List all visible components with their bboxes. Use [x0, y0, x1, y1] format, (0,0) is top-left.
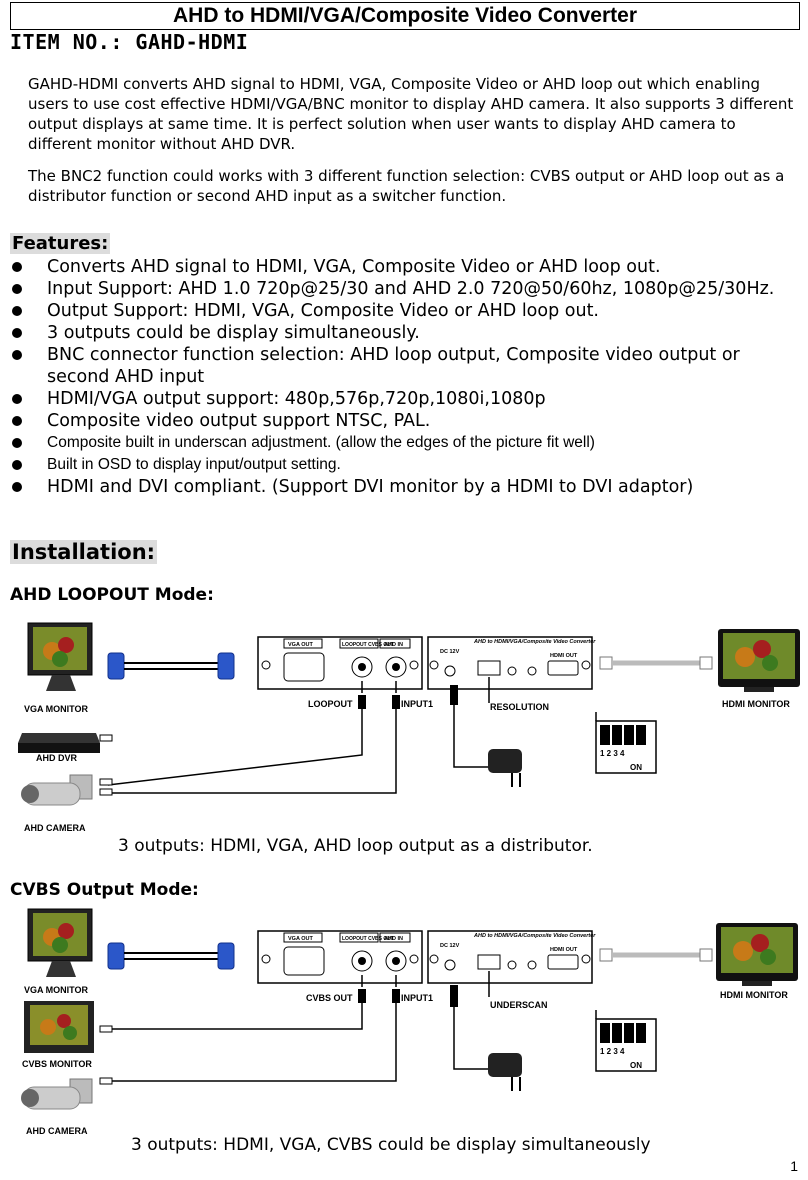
hdmi-monitor-label: HDMI MONITOR [722, 699, 790, 709]
ahd-in-label: AHD IN [384, 936, 403, 942]
intro-text: GAHD-HDMI converts AHD signal to HDMI, V… [28, 74, 798, 218]
dip-switch-icon [595, 1010, 657, 1072]
device-title-label: AHD to HDMI/VGA/Composite Video Converte… [473, 933, 596, 939]
bnc-cables [100, 681, 397, 794]
dc-label: DC 12V [440, 943, 460, 949]
vga-monitor-label: VGA MONITOR [24, 704, 89, 714]
feature-item: Built in OSD to display input/output set… [10, 454, 800, 476]
input-label: INPUT1 [401, 993, 433, 1003]
feature-item: Converts AHD signal to HDMI, VGA, Compos… [10, 256, 800, 278]
intro-paragraph-1: GAHD-HDMI converts AHD signal to HDMI, V… [28, 75, 794, 153]
vga-cable-icon [107, 652, 235, 680]
feature-item: BNC connector function selection: AHD lo… [10, 344, 800, 388]
item-number: ITEM NO.: GAHD-HDMI [10, 30, 249, 54]
hdmi-cable-icon [599, 948, 713, 962]
hdmi-monitor-icon [716, 923, 798, 986]
cvbs-out-port-label: CVBS OUT [306, 993, 353, 1003]
bullet-icon [12, 460, 22, 470]
cvbs-monitor-icon [24, 1001, 94, 1053]
vga-out-label: VGA OUT [288, 642, 313, 648]
mode2-heading: CVBS Output Mode: [10, 880, 199, 900]
dip-switch-icon [595, 712, 657, 774]
bullet-icon [12, 416, 22, 426]
camera-icon [21, 1078, 93, 1110]
vga-out-label: VGA OUT [288, 936, 313, 942]
loopout-port-label: LOOPOUT [308, 699, 353, 709]
converter-back-panel [427, 930, 593, 984]
cvbs-output-diagram: VGA MONITOR CVBS MONITOR AHD CAMERA VGA … [21, 908, 798, 1136]
ahd-loopout-diagram: VGA MONITOR AHD DVR AHD CAMERA VGA OUT L… [18, 622, 800, 833]
dip-on-label: ON [630, 763, 642, 772]
bullet-icon [12, 284, 22, 294]
bnc-cables [108, 975, 397, 1082]
dip-numbers: 1 2 3 4 [600, 1047, 625, 1056]
feature-item: Composite built in underscan adjustment.… [10, 432, 800, 454]
camera-label: AHD CAMERA [24, 823, 86, 833]
mode1-caption: 3 outputs: HDMI, VGA, AHD loop output as… [118, 836, 593, 856]
ahd-in-label: AHD IN [384, 642, 403, 648]
features-list: Converts AHD signal to HDMI, VGA, Compos… [10, 256, 800, 498]
bullet-icon [12, 350, 22, 360]
document-title: AHD to HDMI/VGA/Composite Video Converte… [10, 2, 800, 30]
power-adapter-icon [450, 685, 522, 787]
hdmi-monitor-icon [718, 629, 800, 692]
hdmi-out-label: HDMI OUT [550, 653, 578, 659]
hdmi-cable-icon [599, 656, 713, 670]
bullet-icon [12, 438, 22, 448]
loopout-cvbs-label: LOOPOUT CVBS OUT [342, 642, 394, 648]
feature-item: Output Support: HDMI, VGA, Composite Vid… [10, 300, 800, 322]
camera-label: AHD CAMERA [26, 1126, 88, 1136]
converter-back-panel [427, 636, 593, 690]
bullet-icon [12, 262, 22, 272]
loopout-cvbs-label: LOOPOUT CVBS OUT [342, 936, 394, 942]
intro-paragraph-2: The BNC2 function could works with 3 dif… [28, 167, 785, 205]
feature-item: HDMI and DVI compliant. (Support DVI mon… [10, 476, 800, 498]
feature-item: HDMI/VGA output support: 480p,576p,720p,… [10, 388, 800, 410]
hdmi-out-label: HDMI OUT [550, 947, 578, 953]
feature-item: Input Support: AHD 1.0 720p@25/30 and AH… [10, 278, 800, 300]
converter-front-panel [257, 930, 423, 984]
dc-label: DC 12V [440, 649, 460, 655]
page-number: 1 [790, 1158, 798, 1174]
underscan-label: UNDERSCAN [490, 1000, 548, 1010]
power-adapter-icon [450, 985, 522, 1091]
device-title-label: AHD to HDMI/VGA/Composite Video Converte… [473, 639, 596, 645]
installation-heading: Installation: [10, 540, 158, 564]
feature-item: Composite video output support NTSC, PAL… [10, 410, 800, 432]
dvr-icon [18, 733, 100, 753]
vga-monitor-icon [27, 908, 93, 977]
mode1-heading: AHD LOOPOUT Mode: [10, 585, 214, 605]
resolution-label: RESOLUTION [490, 702, 549, 712]
vga-monitor-icon [27, 622, 93, 691]
bullet-icon [12, 306, 22, 316]
bullet-icon [12, 328, 22, 338]
hdmi-monitor-label: HDMI MONITOR [720, 990, 788, 1000]
converter-front-panel [257, 636, 423, 690]
dvr-label: AHD DVR [36, 753, 78, 763]
bullet-icon [12, 394, 22, 404]
features-heading: Features: [10, 233, 111, 254]
feature-item: 3 outputs could be display simultaneousl… [10, 322, 800, 344]
camera-icon [21, 774, 93, 806]
bullet-icon [12, 482, 22, 492]
mode2-caption: 3 outputs: HDMI, VGA, CVBS could be disp… [131, 1135, 651, 1155]
dip-numbers: 1 2 3 4 [600, 749, 625, 758]
input-label: INPUT1 [401, 699, 433, 709]
vga-monitor-label: VGA MONITOR [24, 985, 89, 995]
dip-on-label: ON [630, 1061, 642, 1070]
cvbs-monitor-label: CVBS MONITOR [22, 1059, 92, 1069]
vga-cable-icon [107, 942, 235, 970]
